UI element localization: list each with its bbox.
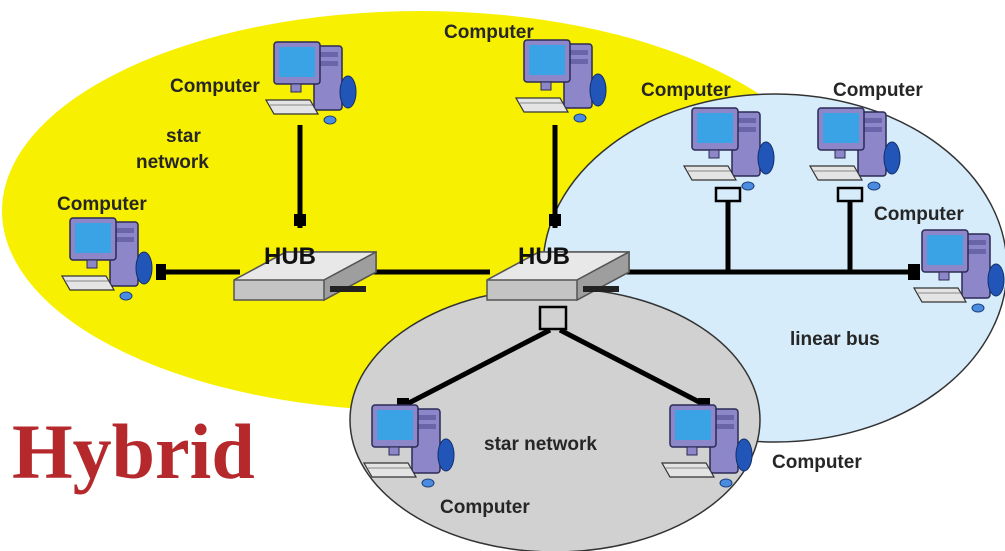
- star-network-label-line1: star: [166, 126, 201, 147]
- computer-label: Computer: [772, 452, 862, 473]
- computer-label: Computer: [170, 76, 260, 97]
- bus-tap-left: [714, 186, 742, 203]
- bottom-star-network-label: star network: [484, 434, 597, 455]
- computer-label: Computer: [641, 80, 731, 101]
- computer-label: Computer: [57, 194, 147, 215]
- linear-bus-label: linear bus: [790, 329, 880, 350]
- cable-connectors: [156, 214, 920, 408]
- hub-label-center: HUB: [518, 243, 570, 270]
- diagram-title: Hybrid: [12, 408, 255, 495]
- computer-label: Computer: [874, 204, 964, 225]
- hub-label-left: HUB: [264, 243, 316, 270]
- bus-tap-right: [836, 186, 864, 203]
- computer-label: Computer: [440, 497, 530, 518]
- star-network-label-line2: network: [136, 152, 209, 173]
- hub-port-box: [538, 305, 568, 331]
- network-cables: [165, 125, 920, 408]
- computer-label: Computer: [833, 80, 923, 101]
- computer-label: Computer: [444, 22, 534, 43]
